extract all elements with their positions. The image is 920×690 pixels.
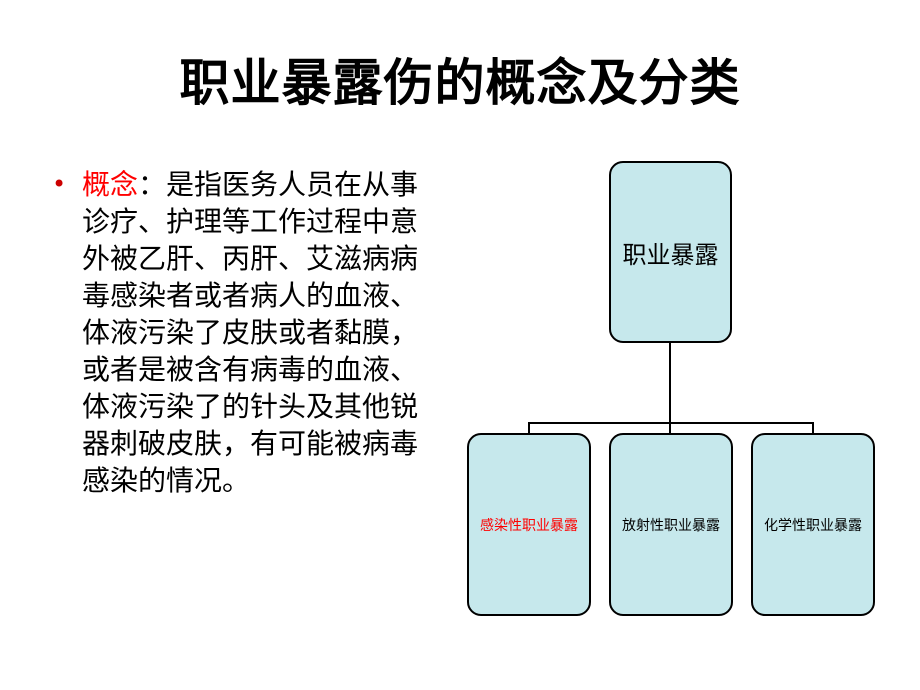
diagram-node-infectious-label: 感染性职业暴露 (480, 517, 578, 534)
diagram-node-root-label: 职业暴露 (622, 240, 719, 269)
diagram-node-infectious: 感染性职业暴露 (467, 433, 591, 616)
definition-separator: ： (138, 168, 167, 201)
definition-text: 是指医务人员在从事诊疗、护理等工作过程中意外被乙肝、丙肝、艾滋病病毒感染者或者病… (82, 168, 419, 497)
diagram-node-radiation-label: 放射性职业暴露 (622, 517, 720, 534)
diagram-node-chemical-label: 化学性职业暴露 (764, 517, 862, 534)
diagram-node-chemical: 化学性职业暴露 (751, 433, 875, 616)
bullet-dot: • (52, 170, 67, 198)
diagram-node-radiation: 放射性职业暴露 (609, 433, 733, 616)
definition-paragraph: 概念：是指医务人员在从事诊疗、护理等工作过程中意外被乙肝、丙肝、艾滋病病毒感染者… (82, 166, 434, 499)
slide-title: 职业暴露伤的概念及分类 (179, 54, 741, 112)
diagram-node-root: 职业暴露 (609, 161, 732, 343)
definition-term: 概念 (82, 168, 139, 201)
